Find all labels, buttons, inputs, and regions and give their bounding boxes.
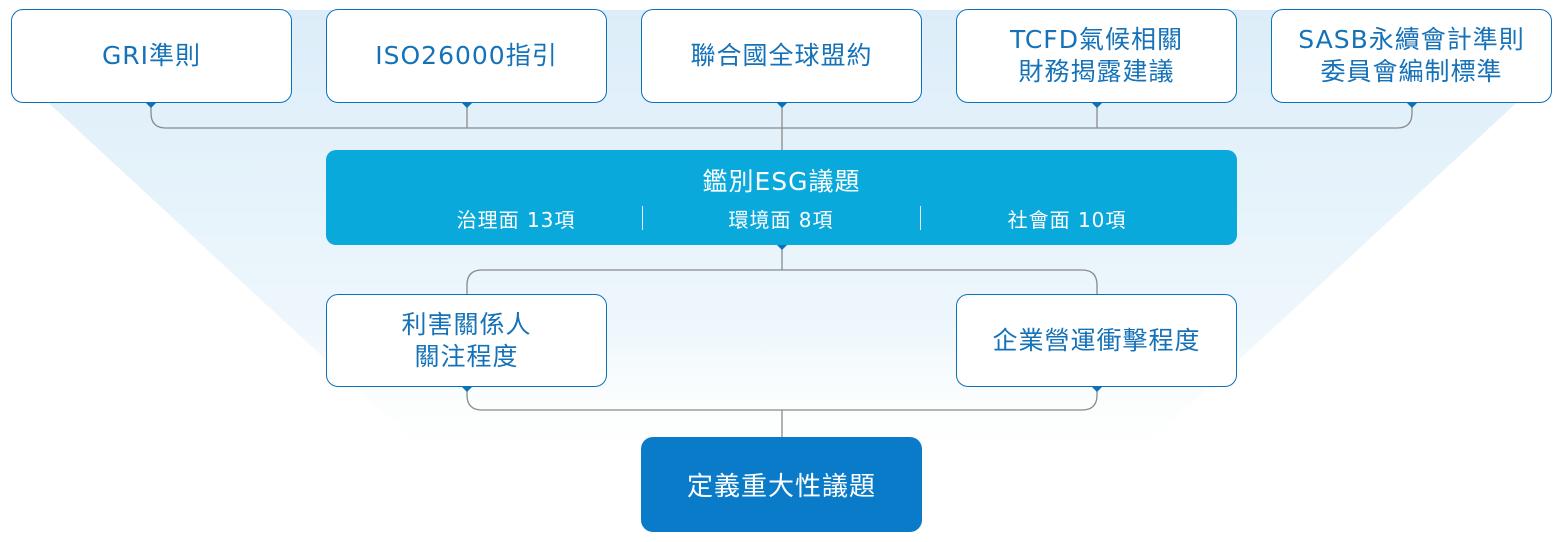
connector-merge bbox=[466, 387, 1098, 411]
source-box-iso26000: ISO26000指引 bbox=[326, 9, 607, 103]
criteria-label-line-1: 利害關係人 bbox=[401, 309, 532, 339]
category-governance: 治理面 13項 bbox=[456, 208, 576, 232]
source-box-sasb: SASB永續會計準則 委員會編制標準 bbox=[1271, 9, 1552, 103]
category-divider bbox=[642, 206, 643, 230]
category-social: 社會面 10項 bbox=[1007, 208, 1127, 232]
source-label-line-2: 財務揭露建議 bbox=[1018, 57, 1175, 86]
source-box-un-global-compact: 聯合國全球盟約 bbox=[641, 9, 922, 103]
esg-identification-box: 鑑別ESG議題 bbox=[326, 150, 1237, 245]
result-box-material-topics: 定義重大性議題 bbox=[641, 437, 922, 532]
arrow-marker bbox=[777, 245, 787, 250]
esg-title: 鑑別ESG議題 bbox=[702, 167, 861, 196]
source-label-line-2: 委員會編制標準 bbox=[1320, 57, 1503, 86]
arrow-marker bbox=[1092, 103, 1102, 108]
source-box-tcfd: TCFD氣候相關 財務揭露建議 bbox=[956, 9, 1237, 103]
arrow-marker bbox=[1092, 387, 1102, 392]
arrow-marker bbox=[462, 387, 472, 392]
category-environment: 環境面 8項 bbox=[728, 208, 834, 232]
source-label-line-1: TCFD氣候相關 bbox=[1010, 25, 1183, 54]
arrow-marker bbox=[777, 103, 787, 108]
source-label: GRI準則 bbox=[101, 41, 202, 70]
criteria-box-business-impact: 企業營運衝擊程度 bbox=[956, 294, 1237, 387]
source-box-gri: GRI準則 bbox=[11, 9, 292, 103]
connector-split bbox=[466, 269, 1098, 294]
criteria-box-stakeholder-concern: 利害關係人 關注程度 bbox=[326, 294, 607, 387]
arrow-marker bbox=[1407, 103, 1417, 108]
arrow-marker bbox=[462, 103, 472, 108]
criteria-label: 企業營運衝擊程度 bbox=[992, 325, 1201, 355]
category-divider bbox=[920, 206, 921, 230]
arrow-marker bbox=[146, 103, 156, 108]
source-label: 聯合國全球盟約 bbox=[690, 41, 873, 70]
result-label: 定義重大性議題 bbox=[686, 472, 876, 502]
criteria-label-line-2: 關注程度 bbox=[414, 341, 519, 371]
source-label-line-1: SASB永續會計準則 bbox=[1298, 25, 1525, 54]
source-label: ISO26000指引 bbox=[375, 41, 558, 70]
